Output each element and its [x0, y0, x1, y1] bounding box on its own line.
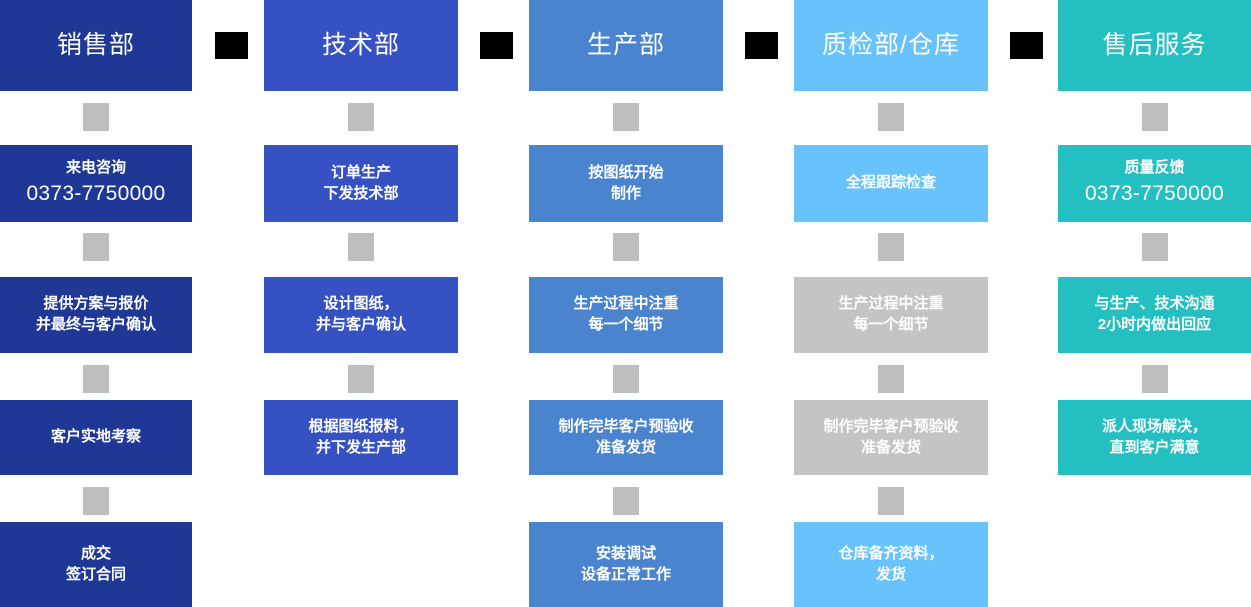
- flow-step-text: 下发技术部: [323, 184, 399, 202]
- flow-step-text: 每一个细节: [853, 316, 929, 333]
- flow-step-text: 安装调试: [595, 544, 656, 562]
- vertical-connector-icon: [878, 365, 904, 393]
- column-header-label: 生产部: [586, 31, 665, 60]
- flow-step-text: 提供方案与报价: [43, 295, 149, 313]
- vertical-connector-icon: [1141, 233, 1168, 261]
- flow-step-text: 全程跟踪检查: [845, 174, 936, 192]
- flow-step-after-sales-1: 质量反馈 0373-7750000: [1058, 145, 1251, 222]
- flow-step-text: 并下发生产部: [315, 438, 406, 456]
- flow-step-text: 设计图纸，: [323, 295, 399, 313]
- vertical-connector-icon: [613, 487, 639, 515]
- vertical-connector-icon: [878, 487, 904, 515]
- flow-step-production-2: 生产过程中注重每一个细节: [529, 277, 723, 353]
- flow-step-sales-3: 客户实地考察: [0, 400, 192, 475]
- phone-number-text: 0373-7750000: [1084, 181, 1225, 205]
- flow-column-technical: 技术部订单生产下发技术部设计图纸， 并与客户确认根据图纸报料， 并下发生产部: [264, 0, 458, 607]
- vertical-connector-icon: [348, 233, 374, 261]
- horizontal-connector-icon-3: [745, 32, 778, 59]
- column-header-production: 生产部: [529, 0, 723, 91]
- flow-step-text: 与生产、技术沟通: [1094, 295, 1215, 313]
- flow-step-sales-2: 提供方案与报价并最终与客户确认: [0, 277, 192, 353]
- flow-step-text: 派人现场解决，: [1101, 417, 1207, 435]
- column-header-after-sales: 售后服务: [1058, 0, 1251, 91]
- column-header-qc-warehouse: 质检部/仓库: [794, 0, 988, 91]
- flow-step-text: 按图纸开始: [588, 163, 664, 181]
- vertical-connector-icon: [83, 487, 109, 515]
- flow-step-qc-warehouse-3: 制作完毕客户预验收准备发货: [794, 400, 988, 475]
- flow-step-text: 客户实地考察: [50, 428, 141, 446]
- vertical-connector-icon: [878, 103, 904, 131]
- flow-step-technical-3: 根据图纸报料， 并下发生产部: [264, 400, 458, 475]
- column-header-sales: 销售部: [0, 0, 192, 91]
- flow-step-after-sales-2: 与生产、技术沟通 2小时内做出回应: [1058, 277, 1251, 353]
- horizontal-connector-icon-2: [480, 32, 513, 59]
- flow-column-production: 生产部按图纸开始制作生产过程中注重每一个细节制作完毕客户预验收准备发货安装调试设…: [529, 0, 723, 607]
- flow-step-text: 成交: [80, 544, 111, 562]
- flow-step-technical-1: 订单生产下发技术部: [264, 145, 458, 222]
- vertical-connector-icon: [613, 365, 639, 393]
- vertical-connector-icon: [83, 365, 109, 393]
- column-header-technical: 技术部: [264, 0, 458, 91]
- flow-step-text: 制作完毕客户预验收: [558, 417, 694, 435]
- horizontal-connector-icon-4: [1010, 32, 1043, 59]
- flow-step-production-1: 按图纸开始制作: [529, 145, 723, 222]
- phone-number-text: 0373-7750000: [26, 181, 166, 205]
- vertical-connector-icon: [613, 233, 639, 261]
- vertical-connector-icon: [83, 103, 109, 131]
- flow-step-text: 发货: [875, 565, 906, 583]
- flow-step-qc-warehouse-1: 全程跟踪检查: [794, 145, 988, 222]
- flow-step-sales-1: 来电咨询 0373-7750000: [0, 145, 192, 222]
- flow-step-qc-warehouse-2: 生产过程中注重每一个细节: [794, 277, 988, 353]
- vertical-connector-icon: [348, 365, 374, 393]
- flow-step-text: 每一个细节: [588, 316, 664, 333]
- vertical-connector-icon: [348, 103, 374, 131]
- flow-step-technical-2: 设计图纸， 并与客户确认: [264, 277, 458, 353]
- flow-step-text: 2小时内做出回应: [1097, 316, 1212, 333]
- column-header-label: 售后服务: [1102, 31, 1207, 60]
- flow-step-production-4: 安装调试设备正常工作: [529, 522, 723, 607]
- flow-step-production-3: 制作完毕客户预验收准备发货: [529, 400, 723, 475]
- flow-step-text: 仓库备齐资料，: [838, 544, 944, 562]
- flow-step-sales-4: 成交签订合同: [0, 522, 192, 607]
- flow-step-text: 准备发货: [595, 438, 656, 456]
- vertical-connector-icon: [1141, 103, 1168, 131]
- flow-step-text: 直到客户满意: [1109, 438, 1200, 456]
- flow-step-text: 根据图纸报料，: [308, 417, 414, 435]
- flow-step-text: 设备正常工作: [580, 565, 671, 583]
- column-header-label: 销售部: [56, 31, 135, 60]
- flow-step-text: 并与客户确认: [315, 316, 406, 333]
- flow-step-text: 生产过程中注重: [838, 295, 944, 313]
- flow-step-text: 质量反馈: [1124, 159, 1185, 177]
- flow-step-text: 订单生产: [330, 163, 391, 181]
- vertical-connector-icon: [878, 233, 904, 261]
- horizontal-connector-icon-1: [215, 32, 248, 59]
- vertical-connector-icon: [1141, 365, 1168, 393]
- flow-step-text: 准备发货: [860, 438, 921, 456]
- flow-column-qc-warehouse: 质检部/仓库全程跟踪检查生产过程中注重每一个细节制作完毕客户预验收准备发货仓库备…: [794, 0, 988, 607]
- vertical-connector-icon: [83, 233, 109, 261]
- vertical-connector-icon: [613, 103, 639, 131]
- column-header-label: 技术部: [321, 31, 400, 60]
- column-header-label: 质检部/仓库: [822, 31, 960, 60]
- flow-step-text: 并最终与客户确认: [35, 316, 156, 333]
- flow-step-text: 来电咨询: [65, 159, 126, 177]
- flow-step-text: 制作: [610, 184, 641, 202]
- flow-step-text: 生产过程中注重: [573, 295, 679, 313]
- flow-step-after-sales-3: 派人现场解决， 直到客户满意: [1058, 400, 1251, 475]
- flow-step-text: 制作完毕客户预验收: [823, 417, 959, 435]
- flow-step-text: 签订合同: [65, 565, 126, 583]
- flow-step-qc-warehouse-4: 仓库备齐资料， 发货: [794, 522, 988, 607]
